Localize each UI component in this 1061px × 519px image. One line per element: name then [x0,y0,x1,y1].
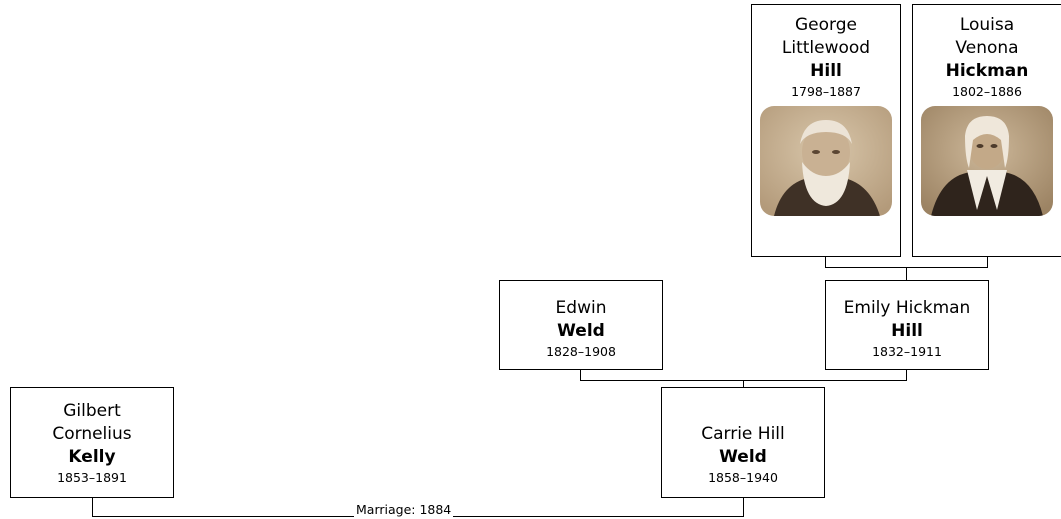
connector-line [743,380,744,387]
connector-line [906,267,907,280]
given-name: Carrie Hill [701,424,785,444]
surname: Weld [719,447,767,467]
connector-line [580,370,581,380]
given-name: Edwin [555,298,607,318]
life-years: 1858–1940 [708,470,778,485]
given-name: George Littlewood [781,15,871,58]
surname: Hickman [945,61,1029,81]
life-years: 1853–1891 [57,470,127,485]
life-years: 1828–1908 [546,344,616,359]
marriage-connector [92,498,93,517]
surname: Kelly [68,447,116,467]
surname: Weld [557,321,605,341]
person-card-george-hill[interactable]: George Littlewood Hill 1798–1887 [751,4,901,257]
surname: Hill [810,61,842,81]
person-card-gilbert-kelly[interactable]: Gilbert Cornelius Kelly 1853–1891 [10,387,174,498]
given-name: Gilbert Cornelius [52,401,132,444]
given-name: Emily Hickman [843,298,971,318]
connector-line [906,370,907,380]
marriage-connector [743,498,744,517]
person-card-louisa-hickman[interactable]: Louisa Venona Hickman 1802–1886 [912,4,1061,257]
life-years: 1798–1887 [791,84,861,99]
portrait-photo [921,106,1053,216]
person-card-emily-hill[interactable]: Emily Hickman Hill 1832–1911 [825,280,989,370]
person-card-edwin-weld[interactable]: Edwin Weld 1828–1908 [499,280,663,370]
life-years: 1832–1911 [872,344,942,359]
life-years: 1802–1886 [952,84,1022,99]
person-card-carrie-weld[interactable]: Carrie Hill Weld 1858–1940 [661,387,825,498]
connector-line [825,257,826,267]
portrait-photo [760,106,892,216]
connector-line [987,257,988,267]
given-name: Louisa Venona [955,15,1019,58]
surname: Hill [891,321,923,341]
marriage-label: Marriage: 1884 [354,502,454,517]
